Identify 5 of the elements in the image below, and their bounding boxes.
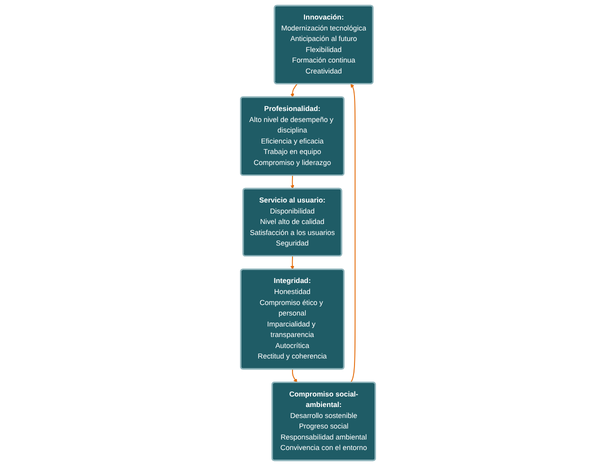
arrow — [290, 256, 294, 270]
arrow — [290, 83, 298, 98]
arrow — [290, 174, 294, 189]
arrow — [350, 84, 356, 384]
arrow — [292, 368, 298, 383]
